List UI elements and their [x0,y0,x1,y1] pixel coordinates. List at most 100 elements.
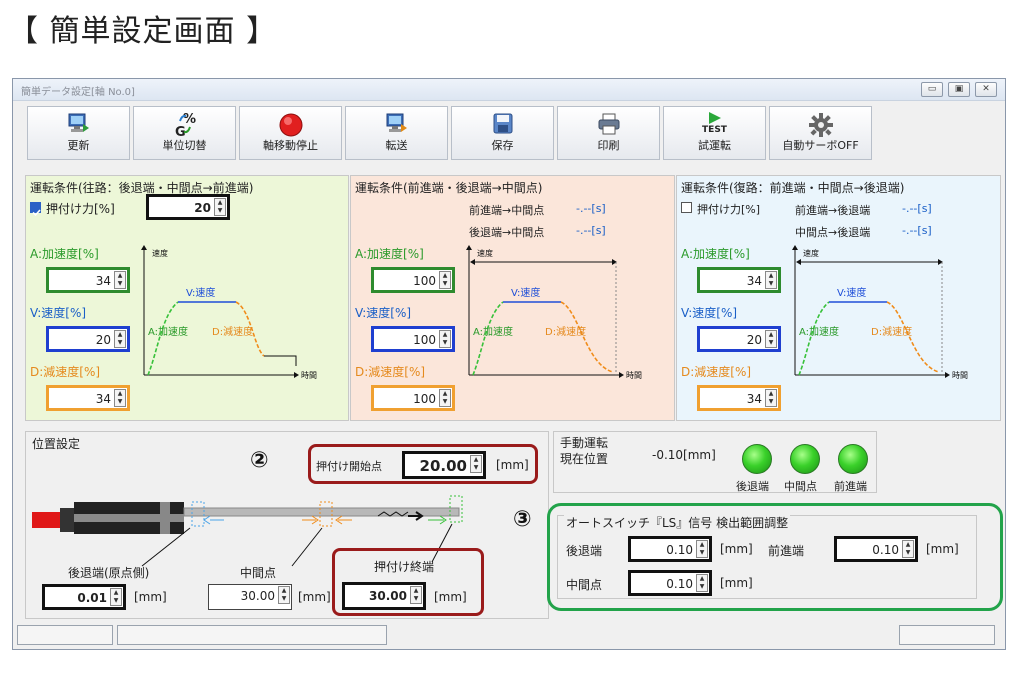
spinner-arrows-icon[interactable]: ▲▼ [114,271,126,289]
autoswitch-back-input[interactable]: 0.10 ▲▼ [628,536,712,562]
push-end-unit: [mm] [434,590,467,604]
print-icon [558,112,659,136]
autoswitch-mid-input[interactable]: 0.10 ▲▼ [628,570,712,596]
autoswitch-mid-label: 中間点 [566,578,603,592]
spinner-arrows-icon[interactable]: ▲▼ [410,586,422,604]
marker-3: ③ [513,507,532,532]
maximize-button[interactable]: ▣ [948,82,970,97]
unit-toggle-button[interactable]: %G 単位切替 [133,106,236,160]
middle-decel-value: 100 [413,392,436,406]
middle-condition-panel: 運転条件(前進端・後退端→中間点) 前進端→中間点 -.--[s] 後退端→中間… [350,175,675,421]
forward-push-input[interactable]: 20 ▲▼ [146,194,230,220]
spinner-arrows-icon[interactable]: ▲▼ [439,389,451,407]
forward-chart-xlabel: 時間 [301,371,317,380]
middle-accel-value: 100 [413,274,436,288]
manual-group-title: 手動運転 [560,436,609,450]
forward-condition-panel: 運転条件(往路：後退端・中間点→前進端) 押付け力[%] 20 ▲▼ A:加速度… [25,175,349,421]
middle-speed-label: V:速度[%] [355,306,412,320]
middle-line1-label: 前進端→中間点 [469,204,545,217]
autoswitch-front-input[interactable]: 0.10 ▲▼ [834,536,918,562]
autoswitch-front-unit: [mm] [926,542,959,556]
spinner-arrows-icon[interactable]: ▲▼ [439,330,451,348]
forward-speed-input[interactable]: 20 ▲▼ [46,326,130,352]
forward-push-checkbox[interactable] [30,202,41,217]
led-label-front: 前進端 [834,480,867,493]
minimize-button[interactable]: ▭ [921,82,943,97]
push-end-input[interactable]: 30.00 ▲▼ [342,582,426,610]
transfer-label: 転送 [385,139,408,152]
autoswitch-mid-unit: [mm] [720,576,753,590]
backward-speed-input[interactable]: 20 ▲▼ [697,326,781,352]
save-button[interactable]: 保存 [451,106,554,160]
spinner-arrows-icon[interactable]: ▲▼ [902,540,914,558]
front-end-led-icon [838,444,868,474]
forward-decel-input[interactable]: 34 ▲▼ [46,385,130,411]
status-field-2 [117,625,387,645]
status-field-3 [899,625,995,645]
push-start-highlight [308,444,538,484]
svg-text:%: % [183,112,196,127]
test-run-label: 試運転 [698,139,731,152]
backward-panel-title: 運転条件(復路：前進端・中間点→後退端) [681,181,905,195]
middle-chart-xlabel: 時間 [626,371,642,380]
backward-decel-input[interactable]: 34 ▲▼ [697,385,781,411]
transfer-button[interactable]: 転送 [345,106,448,160]
backward-line2-label: 中間点→後退端 [795,226,871,239]
spinner-arrows-icon[interactable]: ▲▼ [765,389,777,407]
forward-speed-value: 20 [95,333,111,347]
servo-off-button[interactable]: 自動サーボOFF [769,106,872,160]
spinner-arrows-icon[interactable]: ▲▼ [696,540,708,558]
autoswitch-highlight [547,503,1003,611]
forward-speed-profile-diagram: 速度 時間 V:速度 A:加速度 D:減速度 [141,245,317,380]
spinner-arrows-icon[interactable]: ▲▼ [765,271,777,289]
autoswitch-title: オートスイッチ『LS』信号 検出範囲調整 [564,514,791,531]
app-window: 簡単データ設定[軸 No.0] ▭ ▣ ✕ 更新 %G 単位切替 軸移動停止 転… [12,78,1006,650]
forward-push-label: 押付け力[%] [46,202,115,216]
push-start-value: 20.00 [419,457,467,475]
forward-accel-input[interactable]: 34 ▲▼ [46,267,130,293]
backward-push-checkbox[interactable] [681,202,692,213]
current-position-value: -0.10[mm] [652,448,716,462]
push-start-input[interactable]: 20.00 ▲▼ [402,451,486,479]
spinner-arrows-icon[interactable]: ▲▼ [110,588,122,606]
spinner-arrows-icon[interactable]: ▲▼ [470,455,482,473]
spinner-arrows-icon[interactable]: ▲▼ [114,330,126,348]
push-start-unit: [mm] [496,458,529,472]
backward-chart-ylabel: 速度 [803,248,819,258]
stop-button[interactable]: 軸移動停止 [239,106,342,160]
spinner-arrows-icon[interactable]: ▲▼ [439,271,451,289]
spinner-arrows-icon[interactable]: ▲▼ [114,389,126,407]
update-button[interactable]: 更新 [27,106,130,160]
spinner-arrows-icon[interactable]: ▲▼ [696,574,708,592]
title-bar: 簡単データ設定[軸 No.0] ▭ ▣ ✕ [13,79,1005,101]
spinner-arrows-icon[interactable]: ▲▼ [278,586,290,604]
manual-operation-group: 手動運転 現在位置 -0.10[mm] 後退端 中間点 前進端 [553,431,877,493]
update-label: 更新 [67,139,90,152]
autoswitch-mid-value: 0.10 [666,577,693,591]
middle-line2-label: 後退端→中間点 [469,226,545,239]
middle-point-input[interactable]: 30.00 ▲▼ [208,584,292,610]
backward-speed-value: 20 [746,333,762,347]
led-label-back: 後退端 [736,480,769,493]
backward-accel-input[interactable]: 34 ▲▼ [697,267,781,293]
middle-speed-input[interactable]: 100 ▲▼ [371,326,455,352]
forward-speed-label: V:速度[%] [30,306,87,320]
spinner-arrows-icon[interactable]: ▲▼ [214,198,226,216]
backward-push-label: 押付け力[%] [697,203,761,216]
forward-chart-a-label: A:加速度 [148,325,188,338]
print-button[interactable]: 印刷 [557,106,660,160]
push-start-label: 押付け開始点 [316,460,382,473]
close-button[interactable]: ✕ [975,82,997,97]
middle-point-unit: [mm] [298,590,331,604]
led-label-middle: 中間点 [784,480,817,493]
play-icon [664,110,765,134]
page-heading: 【 簡単設定画面 】 [8,14,278,49]
test-run-button[interactable]: TEST 試運転 [663,106,766,160]
back-end-label: 後退端(原点側) [68,566,150,580]
backward-line1-value: -.--[s] [902,202,932,215]
back-end-input[interactable]: 0.01 ▲▼ [42,584,126,610]
middle-accel-input[interactable]: 100 ▲▼ [371,267,455,293]
middle-decel-input[interactable]: 100 ▲▼ [371,385,455,411]
middle-panel-title: 運転条件(前進端・後退端→中間点) [355,181,543,195]
spinner-arrows-icon[interactable]: ▲▼ [765,330,777,348]
